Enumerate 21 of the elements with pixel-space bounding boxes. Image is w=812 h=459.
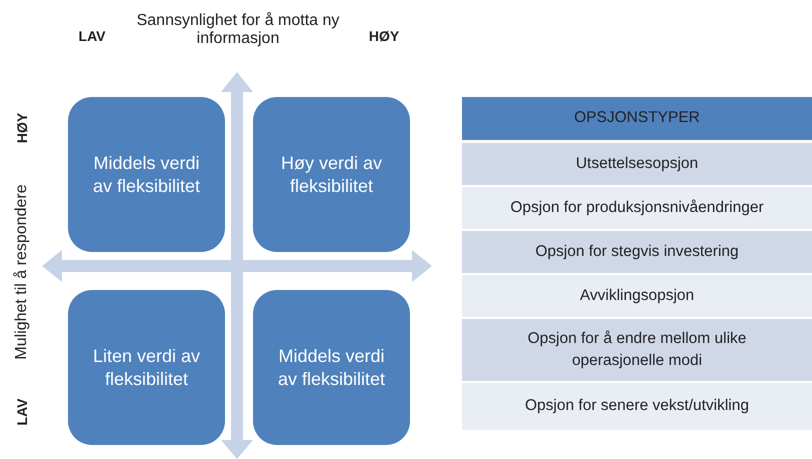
axis-end-label: HØY [368, 28, 400, 44]
table-cell: Opsjon for stegvis investering [462, 231, 812, 273]
axis-title: Sannsynlighet for å motta ny informasjon [136, 12, 340, 48]
quadrant-text: Liten verdi av fleksibilitet [92, 345, 202, 390]
quadrant-box [253, 97, 410, 252]
table-header: OPSJONSTYPER [462, 97, 812, 140]
table-cell: Opsjon for å endre mellom ulike operasjonelle modi [462, 319, 812, 381]
table-cell: Opsjon for senere vekst/utvikling [462, 383, 812, 430]
quadrant-box [68, 290, 225, 445]
quadrant-text: Høy verdi av fleksibilitet [280, 152, 384, 197]
axis-title: Mulighet til å respondere [12, 183, 31, 362]
table-cell: Utsettelsesopsjon [462, 143, 812, 185]
axis-end-label: LAV [78, 28, 106, 44]
axis-end-label: LAV [13, 398, 31, 428]
quadrant-box [68, 97, 225, 252]
quadrant-text: Middels verdi av fleksibilitet [92, 152, 202, 197]
quadrant-text: Middels verdi av fleksibilitet [276, 345, 386, 390]
table-cell: Opsjon for produksjonsnivåendringer [462, 187, 812, 229]
axis-end-label: HØY [13, 112, 31, 146]
table-cell: Avviklingsopsjon [462, 275, 812, 317]
quadrant-box [253, 290, 410, 445]
